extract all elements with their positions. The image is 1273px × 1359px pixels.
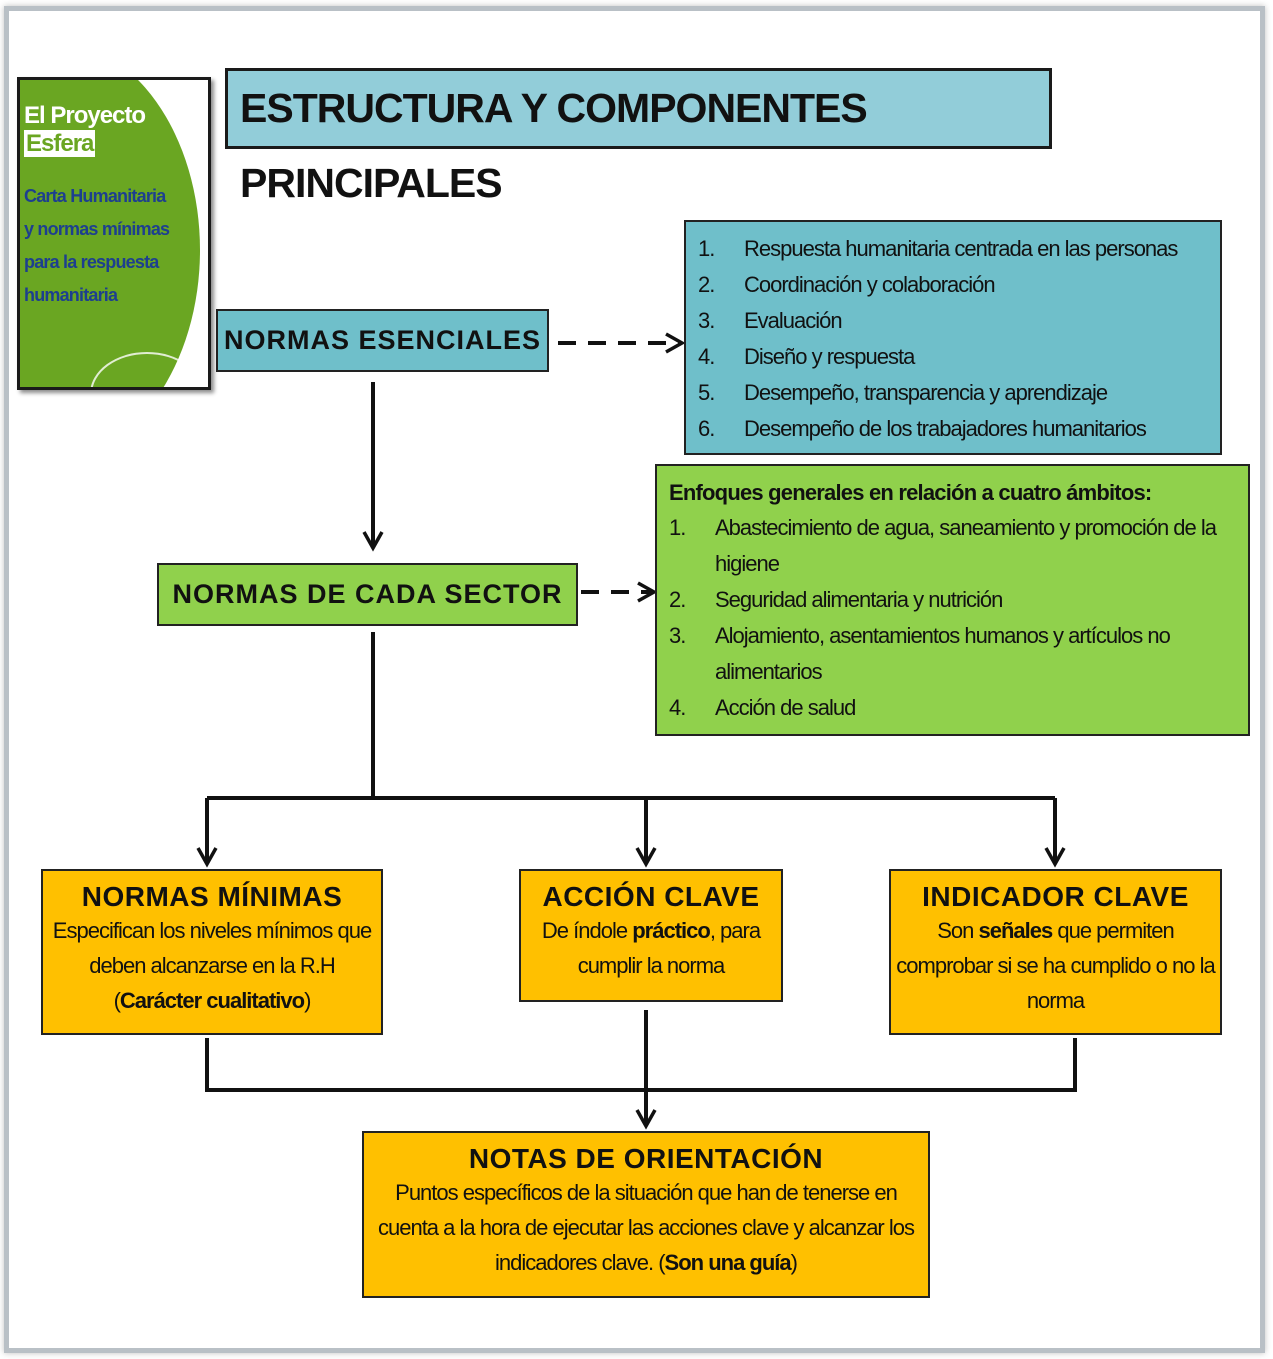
normas-sector-list: Enfoques generales en relación a cuatro … xyxy=(655,464,1250,736)
list-item: 6.Desempeño de los trabajadores humanita… xyxy=(698,416,1147,441)
accion-clave-title: ACCIÓN CLAVE xyxy=(542,881,760,912)
list-item: 1.Abastecimiento de agua, saneamiento y … xyxy=(669,515,1217,576)
indicador-clave-box: INDICADOR CLAVE Son señales que permiten… xyxy=(889,869,1222,1035)
list-item: 3.Alojamiento, asentamientos humanos y a… xyxy=(669,623,1171,684)
cover-brand-part1: El Proyecto xyxy=(24,102,146,129)
accion-clave-text: De índole práctico, para cumplir la norm… xyxy=(541,918,761,978)
page-title: ESTRUCTURA Y COMPONENTES PRINCIPALES xyxy=(225,68,1052,206)
cover-thumbnail: El Proyecto Esfera Carta Humanitaria y n… xyxy=(17,77,211,390)
normas-minimas-title: NORMAS MÍNIMAS xyxy=(81,881,343,912)
notas-orientacion-box: NOTAS DE ORIENTACIÓN Puntos específicos … xyxy=(362,1131,930,1298)
accion-clave-box: ACCIÓN CLAVE De índole práctico, para cu… xyxy=(519,869,783,1002)
cover-brand-part2: Esfera xyxy=(24,130,96,157)
cover-brand: El Proyecto Esfera xyxy=(24,102,208,158)
merge-line xyxy=(205,1038,1077,1092)
normas-sector-heading: Enfoques generales en relación a cuatro … xyxy=(669,480,1152,505)
normas-sector-box: NORMAS DE CADA SECTOR xyxy=(157,563,578,626)
normas-minimas-box: NORMAS MÍNIMAS Especifican los niveles m… xyxy=(41,869,383,1035)
notas-orientacion-text: Puntos específicos de la situación que h… xyxy=(377,1180,915,1275)
normas-esenciales-list: 1.Respuesta humanitaria centrada en las … xyxy=(684,220,1222,455)
indicador-clave-title: INDICADOR CLAVE xyxy=(922,881,1189,912)
list-item: 4.Acción de salud xyxy=(669,695,856,720)
list-item: 4.Diseño y respuesta xyxy=(698,344,915,369)
list-item: 1.Respuesta humanitaria centrada en las … xyxy=(698,236,1178,261)
notas-orientacion-title: NOTAS DE ORIENTACIÓN xyxy=(468,1143,824,1174)
list-item: 2.Coordinación y colaboración xyxy=(698,272,996,297)
list-item: 3.Evaluación xyxy=(698,308,843,333)
normas-esenciales-box: NORMAS ESENCIALES xyxy=(216,309,549,372)
cover-subtitle: Carta Humanitaria y normas mínimas para … xyxy=(24,186,170,305)
list-item: 5.Desempeño, transparencia y aprendizaje xyxy=(698,380,1108,405)
list-item: 2.Seguridad alimentaria y nutrición xyxy=(669,587,1003,612)
indicador-clave-text: Son señales que permiten comprobar si se… xyxy=(896,918,1215,1013)
normas-minimas-text: Especifican los niveles mínimos que debe… xyxy=(52,918,372,1013)
